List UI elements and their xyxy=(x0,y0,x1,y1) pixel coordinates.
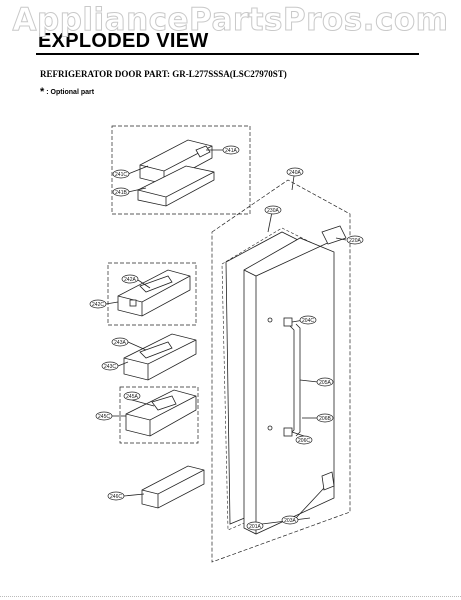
svg-text:205A: 205A xyxy=(319,380,331,386)
callout-204c: 204C xyxy=(299,315,317,325)
svg-text:220A: 220A xyxy=(349,238,361,244)
callout-243c: 243C xyxy=(101,361,119,371)
svg-text:245A: 245A xyxy=(126,394,138,400)
basket-242-group xyxy=(107,262,197,326)
callout-241a: 241A xyxy=(222,145,240,155)
callout-246c: 246C xyxy=(107,491,125,501)
callout-243a: 243A xyxy=(111,337,129,347)
svg-text:246C: 246C xyxy=(110,494,122,500)
svg-text:243C: 243C xyxy=(104,364,116,370)
callout-206c: 206C xyxy=(295,435,313,445)
title-rule xyxy=(36,53,419,55)
svg-text:201A: 201A xyxy=(249,524,261,530)
bottom-dotted-rule xyxy=(0,596,461,597)
page-title: EXPLODED VIEW xyxy=(38,30,209,52)
door-assembly xyxy=(211,179,351,563)
callout-242c: 242C xyxy=(89,299,107,309)
svg-text:243A: 243A xyxy=(114,340,126,346)
callout-245c: 245C xyxy=(95,411,113,421)
leader-lines xyxy=(105,149,347,525)
note-text: : Optional part xyxy=(46,89,95,96)
svg-text:241B: 241B xyxy=(115,190,127,196)
svg-text:241A: 241A xyxy=(225,148,237,154)
svg-text:206B: 206B xyxy=(319,416,331,422)
svg-text:245C: 245C xyxy=(98,414,110,420)
callout-230a: 230A xyxy=(264,205,282,215)
note-symbol: * xyxy=(40,86,45,98)
svg-text:204C: 204C xyxy=(302,318,314,324)
callout-241b: 241B xyxy=(112,187,130,197)
svg-text:242C: 242C xyxy=(92,302,104,308)
basket-245-group xyxy=(119,386,199,444)
svg-text:230A: 230A xyxy=(267,208,279,214)
callout-201a: 201A xyxy=(246,521,264,531)
part-labels: 241A 241C 241B 240A 230A 220A 242A 242C xyxy=(89,145,364,531)
watermark: AppliancePartsPros.com xyxy=(12,2,449,39)
svg-text:241C: 241C xyxy=(115,172,127,178)
callout-220a: 220A xyxy=(346,235,364,245)
callout-241c: 241C xyxy=(112,169,130,179)
callout-206b: 206B xyxy=(316,413,334,423)
svg-text:242A: 242A xyxy=(124,277,136,283)
callout-205a: 205A xyxy=(316,377,334,387)
callout-242a: 242A xyxy=(121,274,139,284)
bin-241-group xyxy=(111,125,251,215)
basket-243-group xyxy=(123,333,197,381)
callout-245a: 245A xyxy=(123,391,141,401)
optional-part-note: * : Optional part xyxy=(40,85,95,98)
svg-text:206C: 206C xyxy=(298,438,310,444)
basket-246-group xyxy=(141,465,205,509)
page-subtitle: REFRIGERATOR DOOR PART: GR-L277SSSA(LSC2… xyxy=(40,69,287,79)
callout-203a: 203A xyxy=(281,515,299,525)
svg-text:240A: 240A xyxy=(289,170,301,176)
callout-240a: 240A xyxy=(286,167,304,177)
svg-text:203A: 203A xyxy=(284,518,296,524)
